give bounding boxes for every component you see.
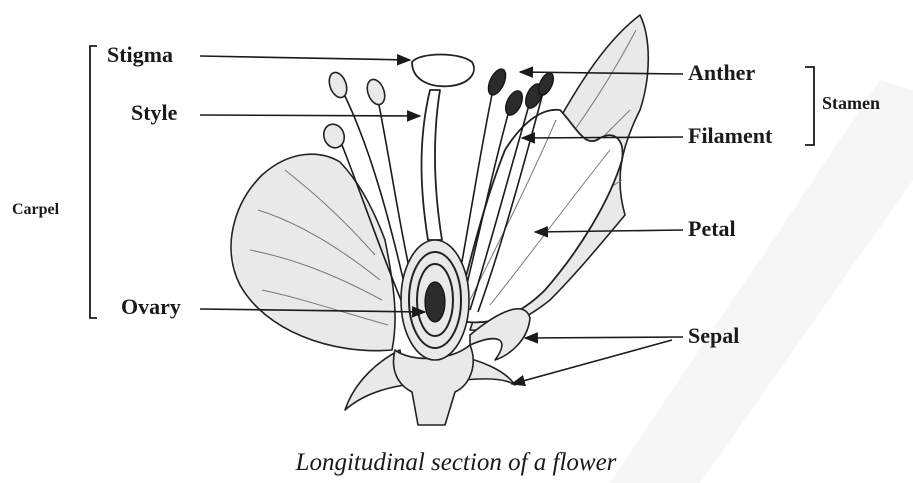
carpel-bracket: [90, 46, 97, 318]
stamen-label: Stamen: [822, 93, 880, 113]
anther-leader: [520, 72, 683, 74]
sepal-leader-bottom: [512, 340, 672, 384]
sepal-leader-top: [525, 337, 683, 338]
anther-1: [485, 66, 510, 97]
left-petal: [231, 154, 395, 350]
style-leader: [200, 115, 420, 116]
stamen-bracket: [805, 67, 814, 145]
anther-5: [326, 70, 350, 100]
sepal-label: Sepal: [688, 323, 739, 348]
anther-7: [320, 121, 347, 150]
stigma-leader: [200, 56, 410, 60]
diagram-caption: Longitudinal section of a flower: [295, 449, 617, 476]
anther-2: [502, 88, 526, 117]
filament-leader: [522, 137, 683, 138]
filament-label: Filament: [688, 123, 773, 148]
stigma-label: Stigma: [107, 42, 173, 67]
ovule: [425, 282, 445, 322]
petal-label: Petal: [688, 216, 736, 241]
style: [422, 90, 443, 240]
stigma: [412, 55, 474, 87]
anther-6: [364, 77, 388, 107]
anther-label: Anther: [688, 60, 755, 85]
middle-petal: [455, 110, 623, 323]
ovary-label: Ovary: [121, 294, 181, 319]
carpel-label: Carpel: [12, 201, 60, 218]
style-label: Style: [131, 100, 178, 125]
